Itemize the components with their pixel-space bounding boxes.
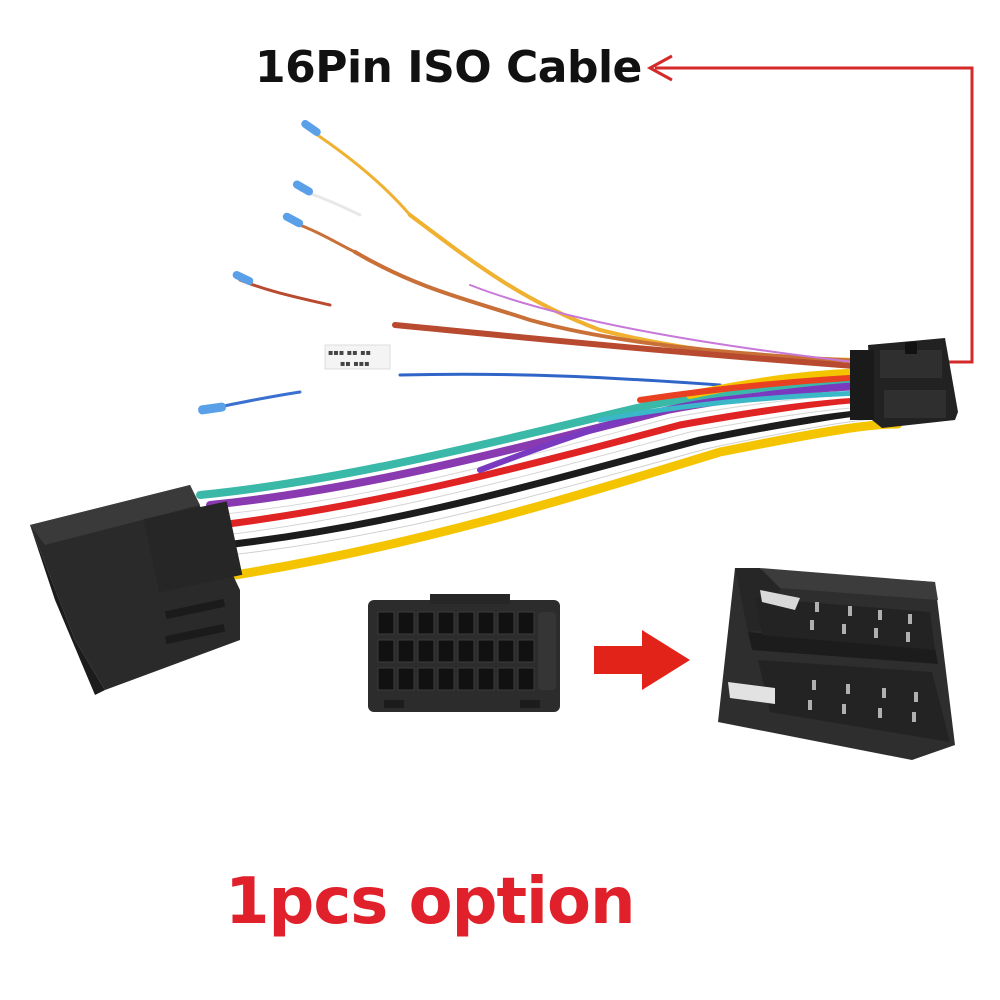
callout-arrow-icon	[646, 54, 974, 364]
16pin-plug	[850, 338, 958, 428]
svg-text:▪▪ ▪▪▪: ▪▪ ▪▪▪	[340, 359, 370, 368]
iso-plug	[30, 485, 243, 695]
wire-bundle	[196, 368, 903, 580]
loose-wires	[203, 128, 883, 412]
wire-tips	[198, 119, 321, 415]
wire-label: ▪▪▪ ▪▪ ▪▪ ▪▪ ▪▪▪	[324, 344, 391, 370]
svg-text:▪▪▪ ▪▪ ▪▪: ▪▪▪ ▪▪ ▪▪	[328, 348, 371, 357]
16pin-connector-icon	[368, 594, 560, 712]
option-caption: 1pcs option	[225, 865, 635, 939]
iso-connector-icon	[718, 568, 955, 760]
red-arrow-icon	[594, 630, 690, 690]
page-title: 16Pin ISO Cable	[255, 42, 642, 93]
